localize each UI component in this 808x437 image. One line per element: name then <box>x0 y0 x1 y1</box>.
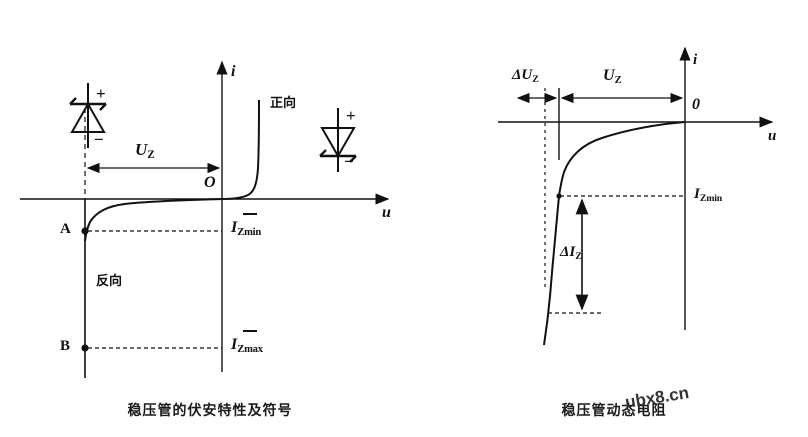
volt-ampere-plot <box>20 60 390 378</box>
zener-diode-symbol-up <box>69 83 107 148</box>
symbol-up-minus: − <box>94 130 104 149</box>
point-a-marker <box>81 227 89 235</box>
origin-label: 0 <box>692 96 700 113</box>
point-b-marker <box>81 344 89 352</box>
symbol-up-plus: + <box>96 84 106 103</box>
x-axis-label: u <box>768 128 777 144</box>
point-b-label: B <box>60 338 71 354</box>
origin-label: O <box>204 174 216 191</box>
izmin-label: IZmin <box>231 219 262 238</box>
izmin-label: IZmin <box>694 186 723 204</box>
reverse-region-label: 反向 <box>96 274 123 289</box>
forward-branch-curve <box>221 99 260 200</box>
zener-diode-symbol-down <box>319 108 357 172</box>
symbol-down-plus: + <box>346 106 356 125</box>
figure-right-caption: 稳压管动态电阻 <box>561 403 667 419</box>
x-axis-label: u <box>382 204 391 221</box>
uz-label: UZ <box>603 67 622 86</box>
delta-iz-label: ΔIZ <box>560 244 582 262</box>
y-axis-label: i <box>231 63 236 80</box>
figure-volt-ampere-characteristic: u i O UZ IZmin IZmax A B 正向 反向 + − + − 稳… <box>20 60 391 419</box>
figure-left-caption: 稳压管的伏安特性及符号 <box>127 403 293 419</box>
reverse-breakdown-curve <box>543 121 686 346</box>
delta-uz-label: ΔUZ <box>512 67 539 85</box>
figure-dynamic-resistance: u i 0 ΔUZ UZ ΔIZ IZmin 稳压管动态电阻 <box>420 0 808 437</box>
point-a-label: A <box>60 221 71 237</box>
forward-region-label: 正向 <box>270 96 297 111</box>
reverse-branch-curve <box>84 198 223 242</box>
y-axis-label: i <box>693 52 698 68</box>
izmax-label: IZmax <box>231 336 263 355</box>
knee-point-marker <box>556 193 562 199</box>
dynamic-resistance-plot <box>498 46 774 346</box>
uz-label: UZ <box>135 140 155 162</box>
symbol-down-minus: − <box>344 152 354 171</box>
